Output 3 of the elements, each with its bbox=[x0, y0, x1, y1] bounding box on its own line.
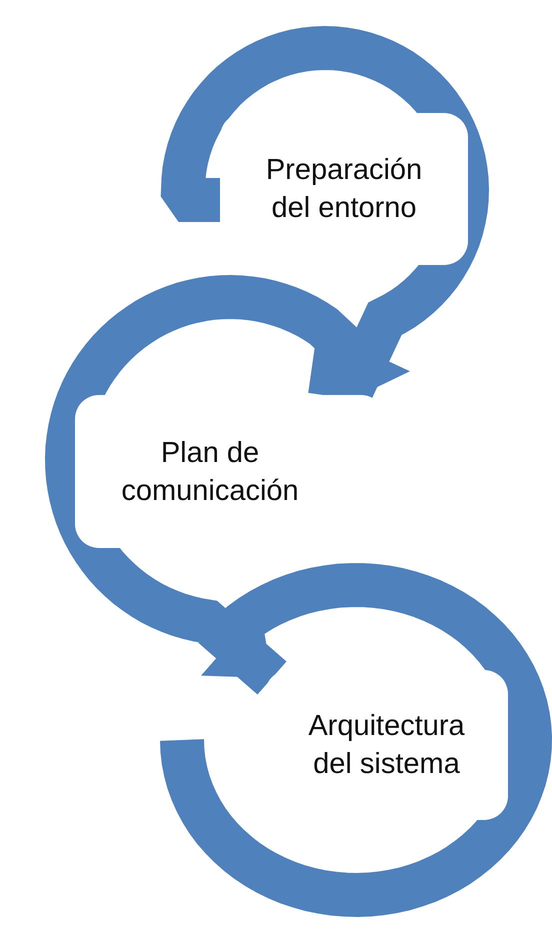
node-label: Preparación del entorno bbox=[264, 153, 424, 226]
node-label: Plan de comunicación bbox=[120, 436, 300, 508]
node-label: Arquitectura del sistema bbox=[307, 709, 466, 782]
